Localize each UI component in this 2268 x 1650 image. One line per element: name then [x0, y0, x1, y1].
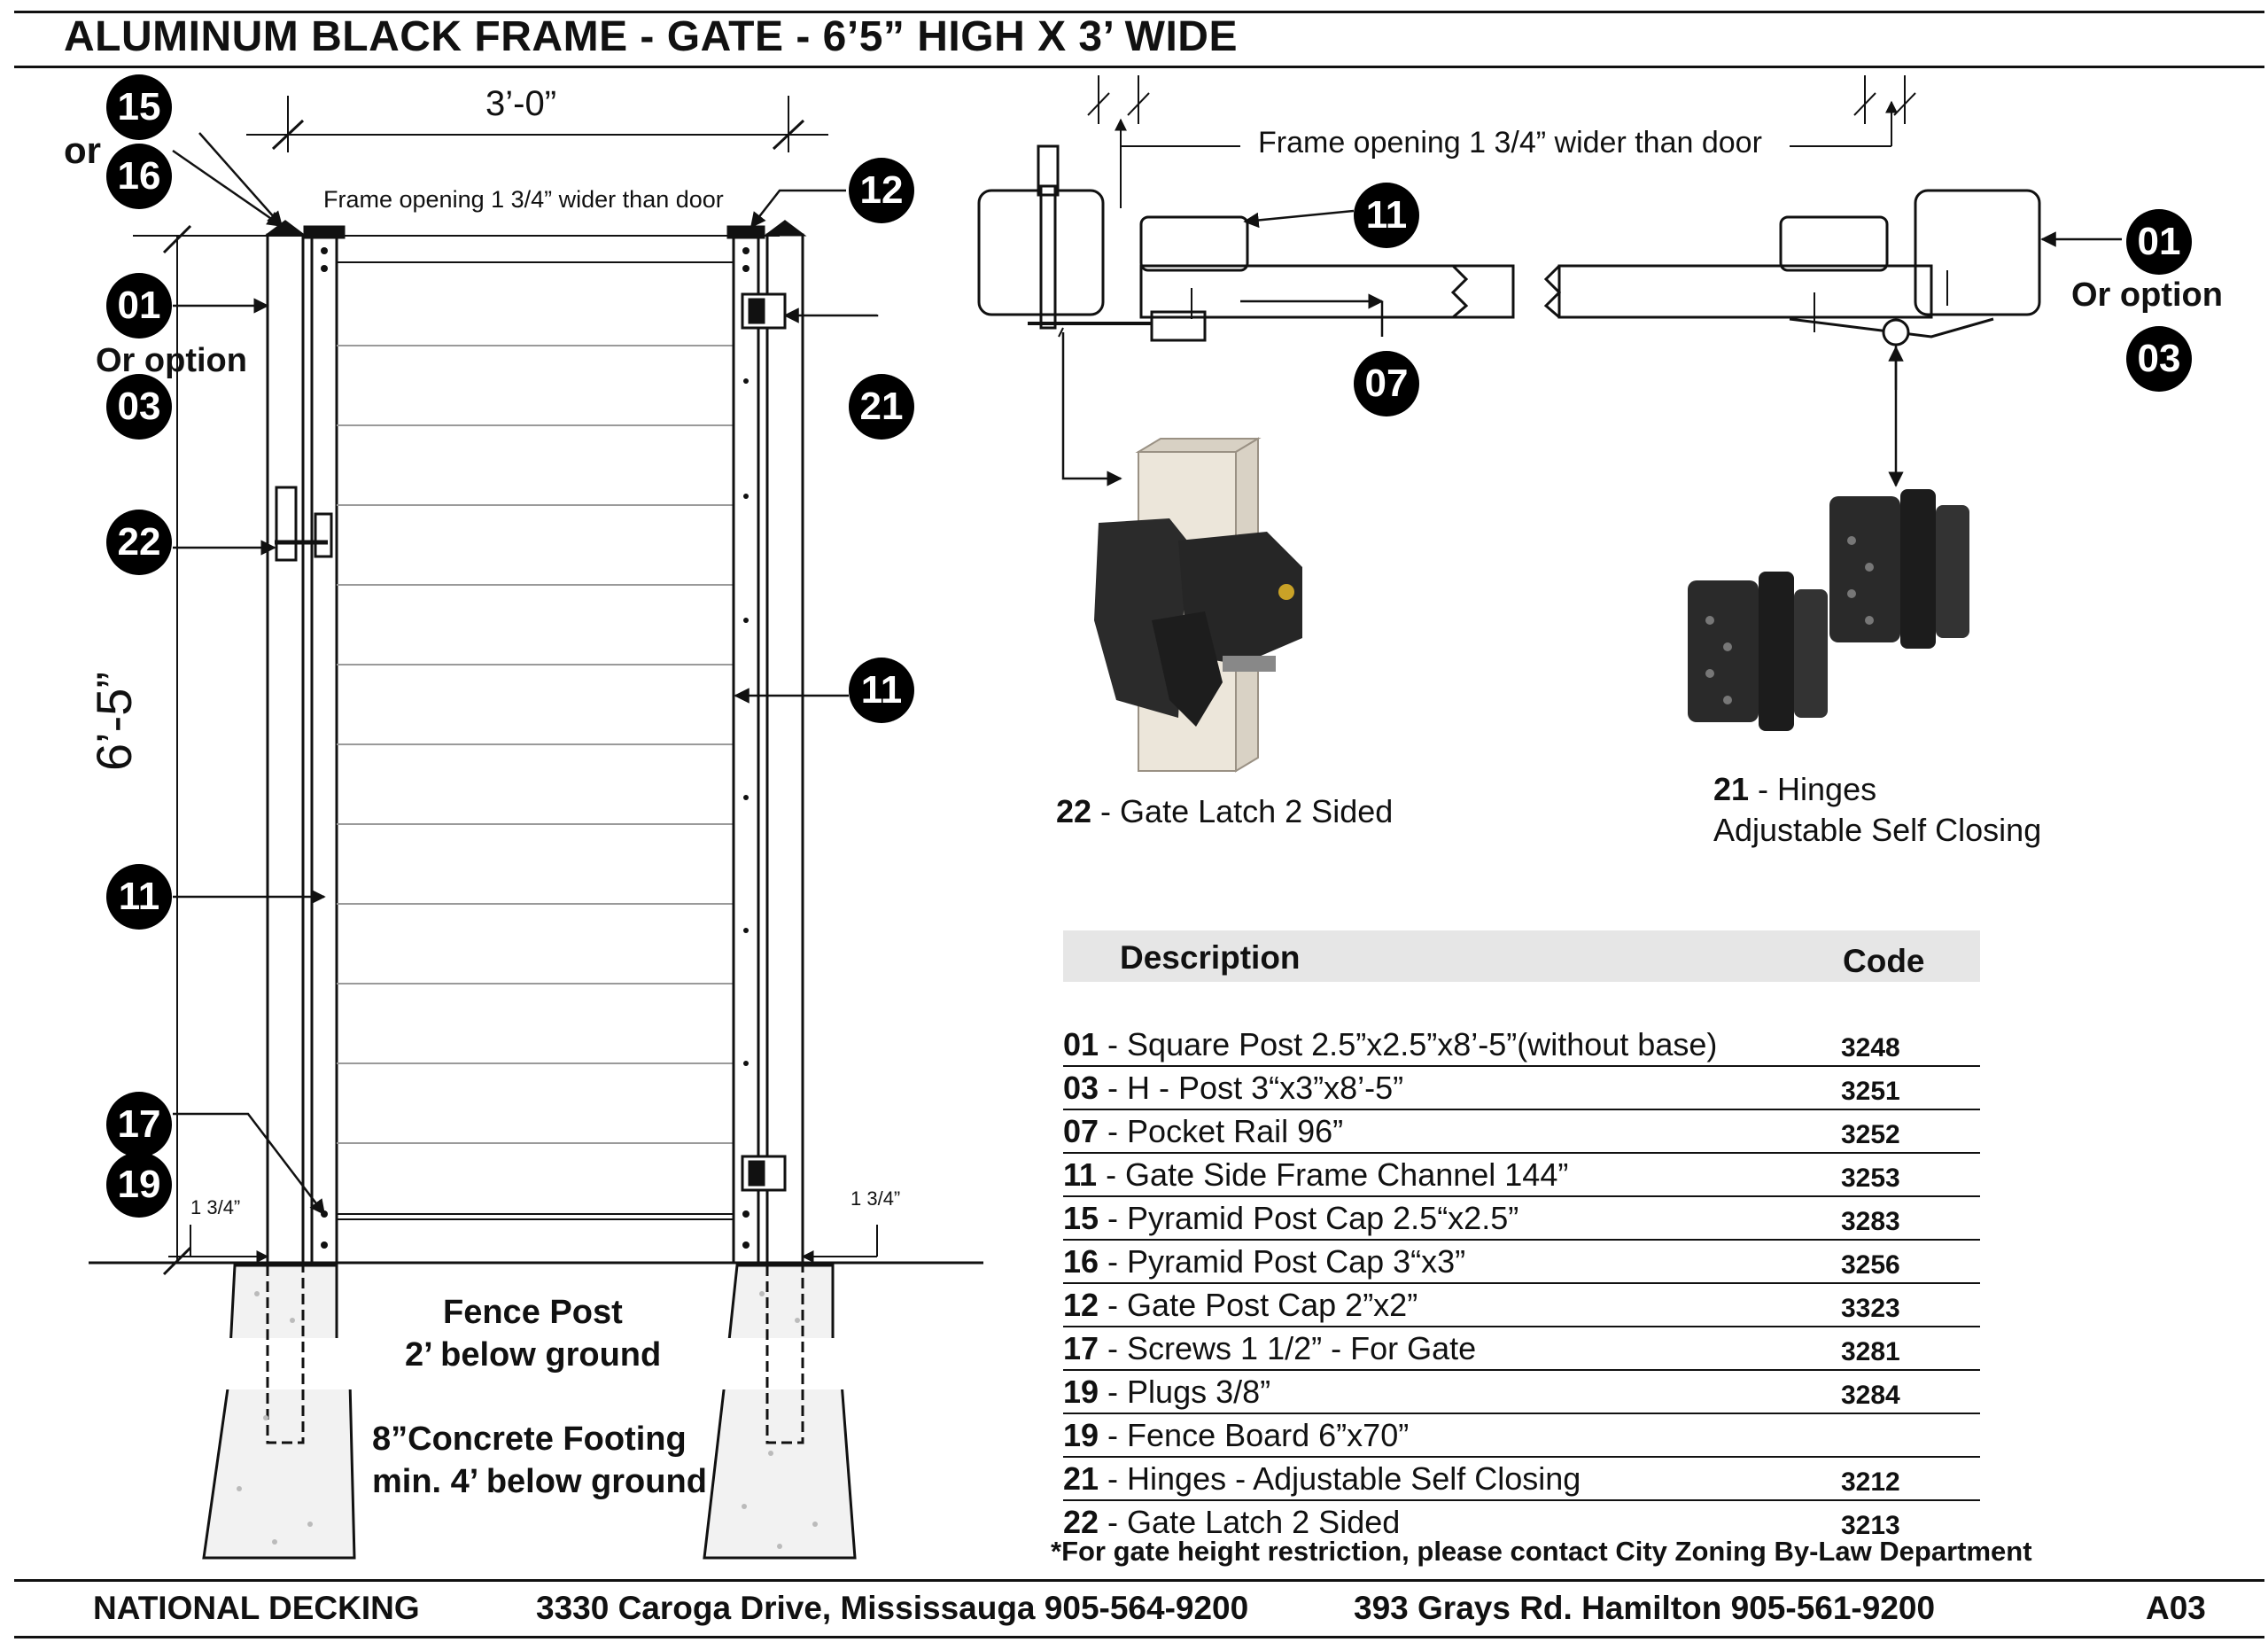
- plan-detail-latch-side: [977, 75, 1515, 486]
- frame-opening-note: Frame opening 1 3/4” wider than door: [323, 186, 724, 213]
- callout-17: 17: [106, 1092, 172, 1157]
- table-row: 15 - Pyramid Post Cap 2.5“x2.5”3283: [1063, 1197, 1980, 1241]
- table-row: 01 - Square Post 2.5”x2.5”x8’-5”(without…: [1063, 1023, 1980, 1067]
- header-description: Description: [1120, 939, 1301, 976]
- callout-or: or: [64, 129, 101, 171]
- gap-left-dimension: 1 3/4”: [190, 1196, 241, 1218]
- height-restriction-note: *For gate height restriction, please con…: [1051, 1536, 2032, 1567]
- parts-table: Description Code 01 - Square Post 2.5”x2…: [1063, 930, 1980, 1543]
- callout-or-option: Or option: [96, 342, 247, 379]
- callout-03: 03: [106, 374, 172, 440]
- plan-callout-or-option: Or option: [2071, 276, 2223, 314]
- callout-11-left: 11: [106, 864, 172, 930]
- address-hamilton: 393 Grays Rd. Hamilton 905-561-9200: [1354, 1590, 1936, 1626]
- table-row: 12 - Gate Post Cap 2”x2”3323: [1063, 1284, 1980, 1327]
- callout-16: 16: [106, 144, 172, 209]
- callout-21: 21: [849, 374, 914, 440]
- plan-frame-opening-note: Frame opening 1 3/4” wider than door: [1258, 126, 1762, 160]
- sheet-number: A03: [2146, 1590, 2206, 1626]
- callout-01: 01: [106, 273, 172, 339]
- footings: [151, 1264, 921, 1560]
- gate-latch-illustration: [1094, 437, 1302, 773]
- height-dimension: 6’-5”: [86, 671, 142, 771]
- footing-label: 8”Concrete Footing: [372, 1420, 687, 1458]
- table-row: 07 - Pocket Rail 96”3252: [1063, 1110, 1980, 1154]
- hinges-caption: 21 - Hinges: [1713, 771, 1877, 807]
- callout-11-right: 11: [849, 658, 914, 723]
- company-name: NATIONAL DECKING: [93, 1590, 420, 1626]
- plan-callout-11: 11: [1354, 183, 1419, 248]
- footer-rule: [14, 1579, 2264, 1582]
- width-dimension: 3’-0”: [485, 84, 557, 123]
- callout-22: 22: [106, 510, 172, 575]
- top-rule: [14, 11, 2264, 13]
- gap-right-dimension: 1 3/4”: [850, 1187, 901, 1210]
- table-row: 16 - Pyramid Post Cap 3“x3”3256: [1063, 1241, 1980, 1284]
- plan-leaders-latch: [1240, 209, 1384, 337]
- header-code: Code: [1843, 943, 1925, 979]
- elevation-leaders: [172, 132, 879, 1216]
- table-row: 11 - Gate Side Frame Channel 144”3253: [1063, 1154, 1980, 1197]
- table-header: Description Code: [1063, 930, 1980, 982]
- plan-callout-01: 01: [2126, 209, 2192, 275]
- gate-elevation: [89, 96, 983, 1276]
- page-title: ALUMINUM BLACK FRAME - GATE - 6’5” HIGH …: [64, 13, 1238, 60]
- fence-post-depth-label: 2’ below ground: [405, 1336, 662, 1374]
- fence-post-label: Fence Post: [443, 1294, 623, 1331]
- callout-12: 12: [849, 158, 914, 223]
- plan-callout-03: 03: [2126, 326, 2192, 392]
- footing-depth-label: min. 4’ below ground: [372, 1463, 707, 1500]
- table-row: 03 - H - Post 3“x3”x8’-5”3251: [1063, 1067, 1980, 1110]
- latch-caption: 22 - Gate Latch 2 Sided: [1056, 793, 1394, 829]
- address-mississauga: 3330 Caroga Drive, Mississauga 905-564-9…: [536, 1590, 1249, 1626]
- plan-detail-hinge-side: [1543, 75, 2041, 487]
- bottom-rule: [14, 1636, 2264, 1638]
- table-row: 19 - Fence Board 6”x70”: [1063, 1414, 1980, 1458]
- hinges-subcaption: Adjustable Self Closing: [1713, 812, 2042, 848]
- table-row: 19 - Plugs 3/8”3284: [1063, 1371, 1980, 1414]
- hinges-illustration: [1688, 489, 1969, 731]
- plan-callout-07: 07: [1354, 351, 1419, 416]
- callout-19: 19: [106, 1152, 172, 1218]
- callout-15: 15: [106, 74, 172, 140]
- title-rule: [14, 66, 2264, 68]
